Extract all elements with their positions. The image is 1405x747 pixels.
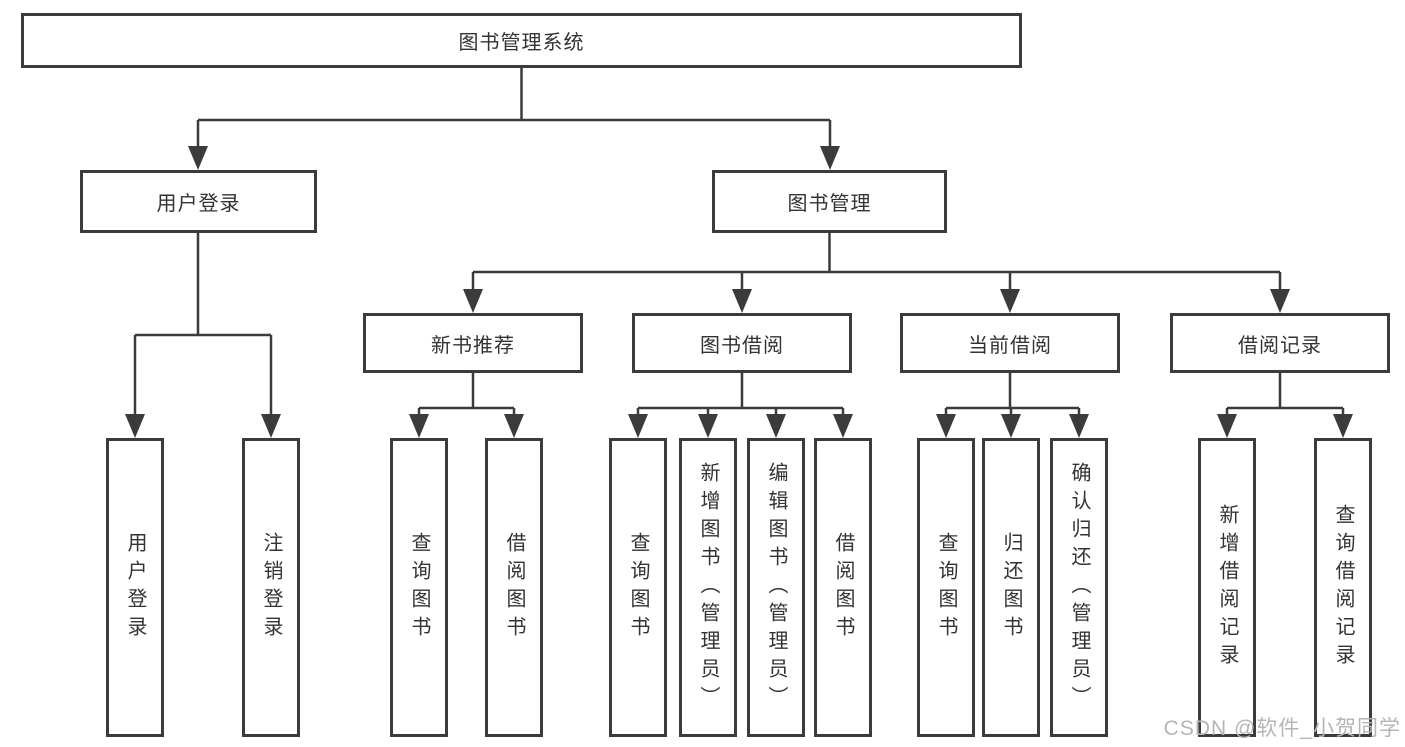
- arrowhead: [1069, 414, 1089, 438]
- arrowhead: [1001, 414, 1021, 438]
- arrowhead: [463, 289, 483, 313]
- leaf-label: 查询图书: [935, 531, 957, 644]
- leaf-query-books-recommend: 查询图书: [390, 438, 448, 737]
- arrowhead: [766, 414, 786, 438]
- connector-currentborrow-to-leaves: [944, 373, 1081, 416]
- node-label: 当前借阅: [968, 334, 1052, 357]
- arrowhead: [698, 414, 718, 438]
- leaf-query-books-current: 查询图书: [917, 438, 975, 737]
- arrowhead: [833, 414, 853, 438]
- connector-newbook-to-leaves: [417, 373, 516, 416]
- node-library-management-system: 图书管理系统: [21, 13, 1022, 68]
- node-label: 图书管理: [787, 193, 872, 215]
- leaf-edit-books-admin: 编辑图书（管理员）: [747, 438, 805, 737]
- csdn-watermark: CSDN @软件_小贺同学: [1163, 717, 1401, 740]
- arrowhead: [125, 414, 145, 438]
- arrowhead: [732, 289, 752, 313]
- node-label: 借阅记录: [1238, 334, 1322, 357]
- leaf-confirm-return-admin: 确认归还（管理员）: [1050, 438, 1108, 737]
- arrowhead: [504, 414, 524, 438]
- leaf-query-borrow-record: 查询借阅记录: [1314, 438, 1372, 737]
- leaf-logout: 注销登录: [242, 438, 300, 737]
- connector-bookborrow-to-leaves: [636, 373, 845, 416]
- node-user-login: 用户登录: [80, 170, 317, 233]
- connector-root-to-level2: [196, 68, 832, 148]
- leaf-label: 归还图书: [1000, 531, 1022, 644]
- leaf-label: 借阅图书: [503, 531, 525, 644]
- connector-bookmgmt-to-level3: [471, 233, 1282, 291]
- node-book-borrowing: 图书借阅: [632, 313, 852, 373]
- node-label: 用户登录: [156, 193, 241, 215]
- arrowhead: [820, 146, 840, 170]
- node-new-book-recommendation: 新书推荐: [363, 313, 583, 373]
- leaf-label: 查询图书: [408, 531, 430, 644]
- leaf-label: 新增借阅记录: [1216, 503, 1238, 672]
- node-label: 新书推荐: [431, 334, 515, 357]
- arrowhead: [1270, 289, 1290, 313]
- node-label: 图书借阅: [700, 334, 784, 357]
- node-book-management: 图书管理: [712, 170, 947, 233]
- leaf-add-books-admin: 新增图书（管理员）: [679, 438, 737, 737]
- leaf-label: 借阅图书: [832, 531, 854, 644]
- arrowhead: [1217, 414, 1237, 438]
- leaf-return-books: 归还图书: [982, 438, 1040, 737]
- arrowhead: [1333, 414, 1353, 438]
- leaf-label: 查询图书: [627, 531, 649, 644]
- leaf-query-books-borrow: 查询图书: [609, 438, 667, 737]
- connector-records-to-leaves: [1225, 373, 1345, 416]
- leaf-label: 新增图书（管理员）: [697, 461, 719, 714]
- leaf-label: 注销登录: [260, 531, 282, 644]
- arrowhead: [628, 414, 648, 438]
- connector-userlogin-to-leaves: [133, 233, 273, 416]
- arrowhead: [261, 414, 281, 438]
- leaf-user-login: 用户登录: [106, 438, 164, 737]
- leaf-add-borrow-record: 新增借阅记录: [1198, 438, 1256, 737]
- leaf-label: 编辑图书（管理员）: [765, 461, 787, 714]
- arrowhead: [936, 414, 956, 438]
- leaf-borrow-books-recommend: 借阅图书: [485, 438, 543, 737]
- node-borrowing-records: 借阅记录: [1170, 313, 1390, 373]
- arrowhead: [188, 146, 208, 170]
- leaf-label: 查询借阅记录: [1332, 503, 1354, 672]
- leaf-borrow-books: 借阅图书: [814, 438, 872, 737]
- leaf-label: 用户登录: [124, 531, 146, 644]
- arrowhead: [409, 414, 429, 438]
- node-label: 图书管理系统: [458, 32, 585, 54]
- node-current-borrowing: 当前借阅: [900, 313, 1120, 373]
- arrowhead: [1000, 289, 1020, 313]
- leaf-label: 确认归还（管理员）: [1068, 461, 1090, 714]
